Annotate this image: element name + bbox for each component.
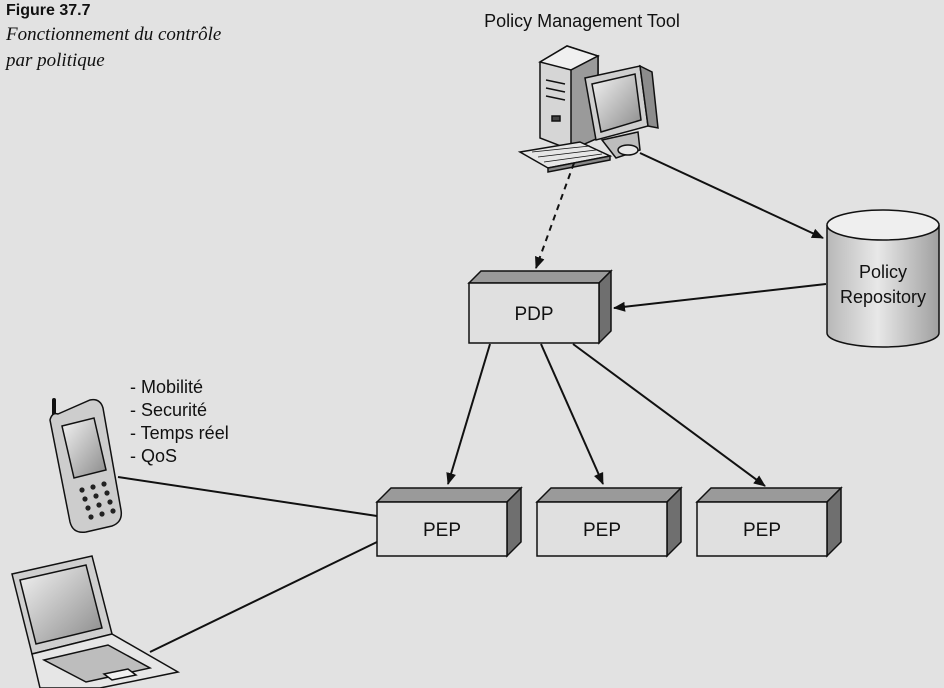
tool-to-pdp-dashed-arrow [535, 162, 575, 269]
pep-box-1 [375, 486, 523, 558]
figure-caption-line2: par politique [6, 50, 105, 71]
mobile-to-pep-line [117, 476, 378, 517]
pep-label-2: PEP [583, 520, 621, 541]
pdp-to-pep1-arrow [446, 343, 491, 485]
tool-to-repository-arrow [639, 152, 824, 239]
laptop-icon [11, 555, 181, 688]
figure-caption-line1: Fonctionnement du contrôle [6, 24, 222, 45]
figure-label: Figure 37.7 [6, 2, 91, 19]
feature-item-1: - Mobilité [130, 377, 203, 397]
feature-item-2: - Securité [130, 400, 207, 420]
feature-item-3: - Temps réel [130, 423, 229, 443]
feature-item-4: - QoS [130, 446, 177, 466]
tool-title: Policy Management Tool [484, 11, 680, 31]
mobile-phone-icon [49, 398, 123, 534]
pep-label-1: PEP [423, 520, 461, 541]
repository-to-pdp-arrow [613, 283, 827, 312]
pdp-label: PDP [514, 304, 553, 325]
desktop-computer-icon [517, 45, 659, 173]
laptop-to-pep-line [149, 541, 378, 653]
pdp-to-pep2-arrow [540, 343, 604, 485]
pep-label-3: PEP [743, 520, 781, 541]
pep-box-2 [535, 486, 683, 558]
repository-label-line2: Repository [840, 287, 926, 307]
pdp-to-pep3-arrow [572, 343, 766, 487]
figure-caption: Fonctionnement du contrôle par politique [6, 22, 306, 74]
repository-label-line1: Policy [859, 262, 907, 282]
database-cylinder-icon [826, 209, 940, 348]
pdp-box [467, 269, 613, 345]
pep-box-3 [695, 486, 843, 558]
